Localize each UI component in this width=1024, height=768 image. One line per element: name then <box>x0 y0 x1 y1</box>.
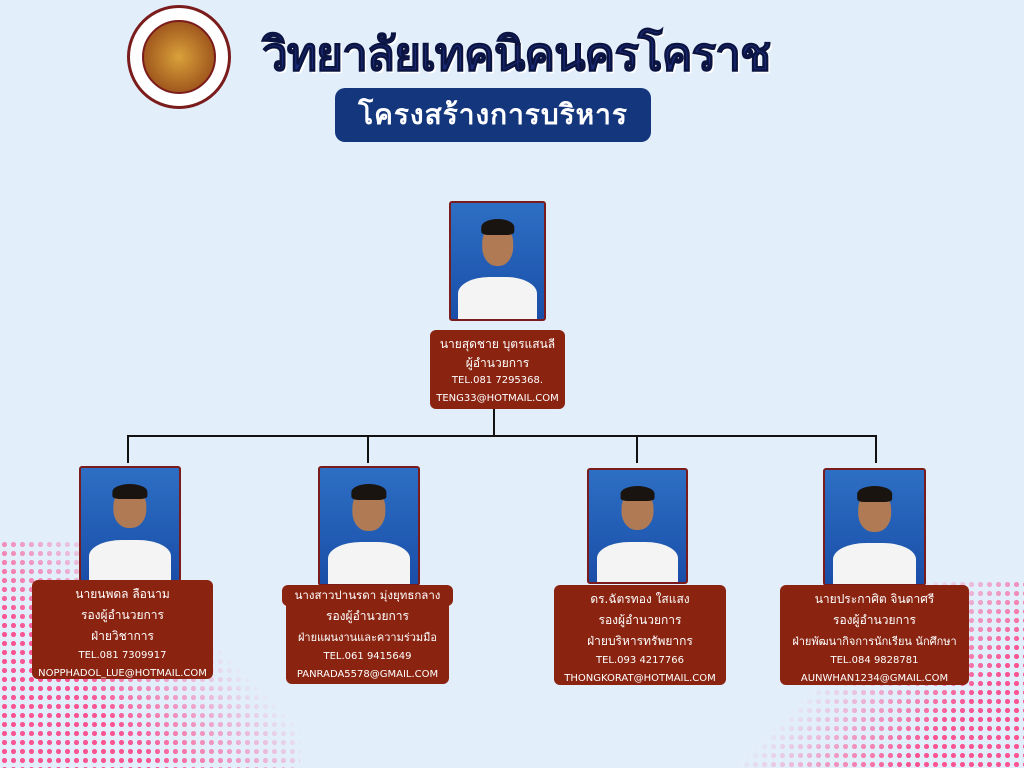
connector <box>127 435 877 437</box>
deputy-name: นางสาวปานรดา มุ่งยุทธกลาง <box>282 585 453 606</box>
deputy-card: นางสาวปานรดา มุ่งยุทธกลาง รองผู้อำนวยการ… <box>282 585 453 684</box>
deputy-photo <box>79 466 181 582</box>
deputy-tel: TEL.093 4217766 <box>596 655 684 666</box>
college-logo <box>127 5 231 109</box>
deputy-name: ดร.ฉัตรทอง ใสแสง <box>590 592 690 606</box>
deputy-photo <box>318 466 420 586</box>
connector <box>875 435 877 463</box>
connector <box>636 435 638 463</box>
deputy-tel: TEL.084 9828781 <box>830 655 919 666</box>
deputy-position: รองผู้อำนวยการ <box>326 609 409 623</box>
deputy-photo <box>823 468 926 586</box>
deputy-tel: TEL.061 9415649 <box>323 651 412 662</box>
deputy-division: ฝ่ายพัฒนากิจการนักเรียน นักศึกษา <box>792 635 957 648</box>
director-name: นายสุดชาย บุตรแสนลี <box>439 337 556 351</box>
deputy-division: ฝ่ายวิชาการ <box>91 629 154 643</box>
connector <box>127 435 129 463</box>
director-tel: TEL.081 7295368. <box>451 375 544 386</box>
deputy-name: นายประกาศิต จินดาศรี <box>814 592 935 606</box>
connector <box>367 435 369 463</box>
subtitle-banner: โครงสร้างการบริหาร <box>335 88 651 142</box>
deputy-email: AUNWHAN1234@GMAIL.COM <box>800 673 949 684</box>
deputy-card: นายประกาศิต จินดาศรี รองผู้อำนวยการ ฝ่าย… <box>780 585 969 685</box>
deputy-email: NOPPHADOL_LUE@HOTMAIL.COM <box>38 668 207 679</box>
connector <box>493 409 495 437</box>
deputy-position: รองผู้อำนวยการ <box>833 613 916 627</box>
director-card: นายสุดชาย บุตรแสนลี ผู้อำนวยการ TEL.081 … <box>430 330 565 409</box>
deputy-division: ฝ่ายบริหารทรัพยากร <box>587 634 693 648</box>
page-title: วิทยาลัยเทคนิคนครโคราช <box>261 27 771 82</box>
deputy-position: รองผู้อำนวยการ <box>598 613 682 627</box>
deputy-division: ฝ่ายแผนงานและความร่วมมือ <box>297 631 438 644</box>
director-photo <box>449 201 546 321</box>
deputy-position: รองผู้อำนวยการ <box>81 608 164 622</box>
director-email: TENG33@HOTMAIL.COM <box>436 393 559 404</box>
deputy-email: THONGKORAT@HOTMAIL.COM <box>564 673 716 684</box>
director-position: ผู้อำนวยการ <box>465 356 530 370</box>
deputy-email: PANRADA5578@GMAIL.COM <box>296 669 439 680</box>
deputy-tel: TEL.081 7309917 <box>78 650 167 661</box>
deputy-name: นายนพดล ลือนาม <box>75 587 170 601</box>
deputy-card: นายนพดล ลือนาม รองผู้อำนวยการ ฝ่ายวิชากา… <box>32 580 213 679</box>
deputy-photo <box>587 468 688 584</box>
deputy-card: ดร.ฉัตรทอง ใสแสง รองผู้อำนวยการ ฝ่ายบริห… <box>554 585 726 685</box>
